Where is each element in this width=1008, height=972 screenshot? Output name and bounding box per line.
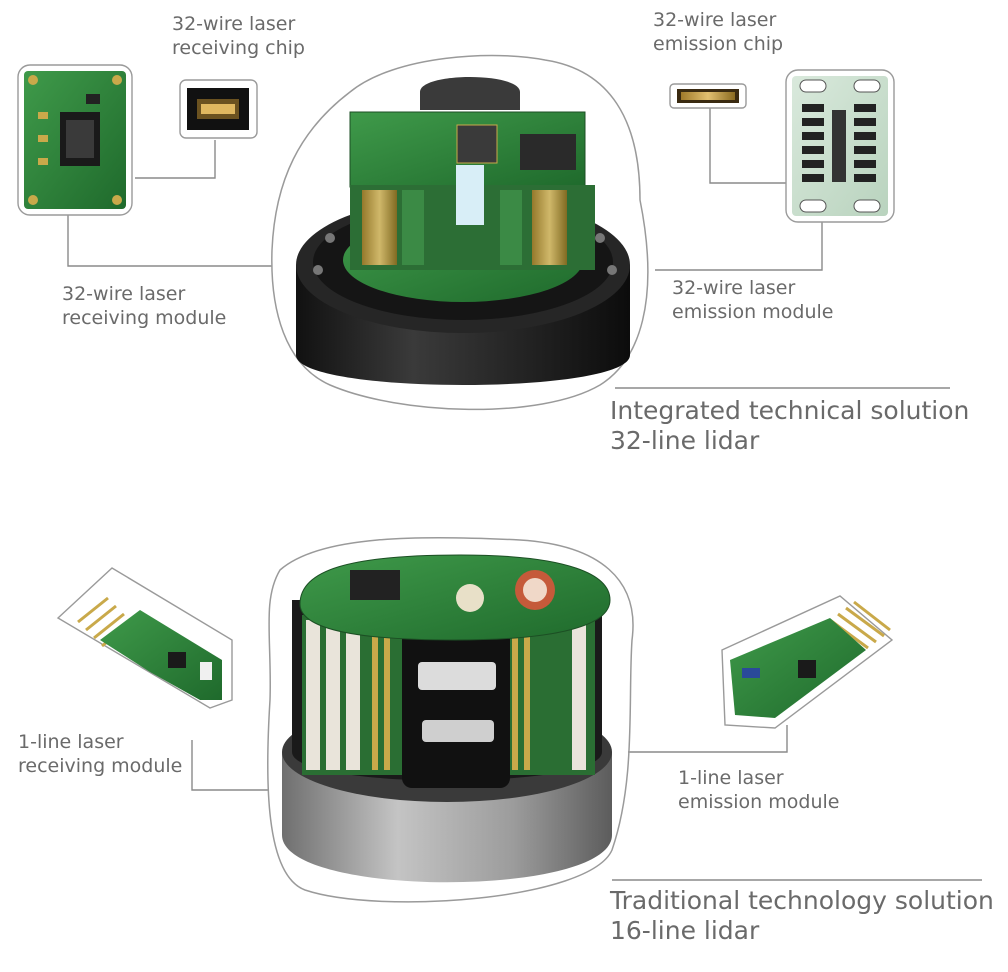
lidar-32-outline — [271, 54, 649, 411]
receiving-module-1-image — [56, 567, 233, 709]
receiving-module-32-image — [17, 64, 133, 216]
label-emission-module-32: 32-wire laser emission module — [672, 277, 834, 323]
lidar-16-outline — [266, 536, 634, 903]
lidar-16-fins — [302, 615, 595, 775]
receiving-chip-32-image — [179, 79, 258, 139]
label-receiving-module-1: 1-line laser receiving module — [18, 731, 183, 777]
label-receiving-module-32: 32-wire laser receiving module — [62, 283, 227, 329]
lidar-16-device — [282, 554, 612, 883]
label-emission-chip-32: 32-wire laser emission chip — [653, 9, 784, 55]
lidar-32-device — [296, 77, 630, 385]
caption-32-line-lidar: Integrated technical solution 32-line li… — [610, 396, 970, 455]
label-emission-module-1: 1-line laser emission module — [678, 767, 840, 813]
bottom-leader-lines — [191, 725, 982, 881]
emission-module-1-image — [721, 595, 894, 729]
top-leader-lines — [67, 108, 950, 389]
caption-16-line-lidar: Traditional technology solution 16-line … — [610, 886, 994, 945]
emission-module-32-image — [785, 69, 895, 223]
label-receiving-chip-32: 32-wire laser receiving chip — [172, 13, 305, 59]
emission-chip-32-image — [669, 83, 747, 109]
